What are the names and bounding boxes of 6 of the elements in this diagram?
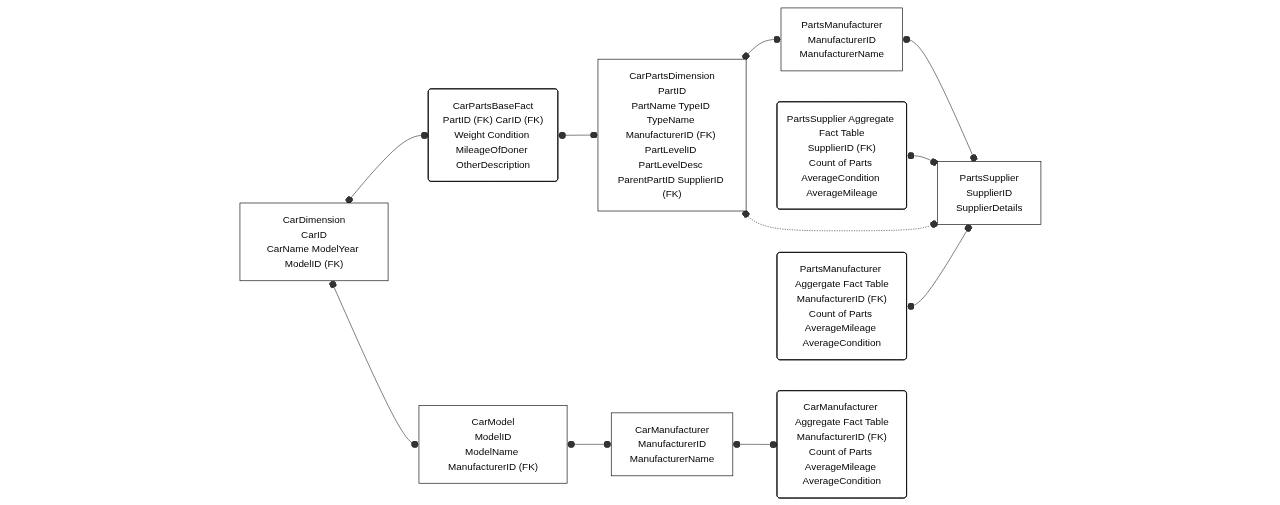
node-box: CarPartsDimension PartID PartName TypeID TypeName ManufacturerID (FK) PartLevelID PartLevelDesc ParentPartID SupplierID (FK) xyxy=(597,58,746,211)
node-box: CarManufacturer ManufacturerID ManufacturerName xyxy=(610,412,733,476)
node-box: PartsManufacturer ManufacturerID ManufacturerName xyxy=(780,7,903,71)
node-box: CarDimension CarID CarName ModelYear ModelID (FK) xyxy=(239,202,388,281)
node-box: PartsSupplier SupplierID SupplierDetails xyxy=(936,160,1041,225)
node-box: CarModel ModelID ModelName ManufacturerID (FK) xyxy=(418,404,567,484)
